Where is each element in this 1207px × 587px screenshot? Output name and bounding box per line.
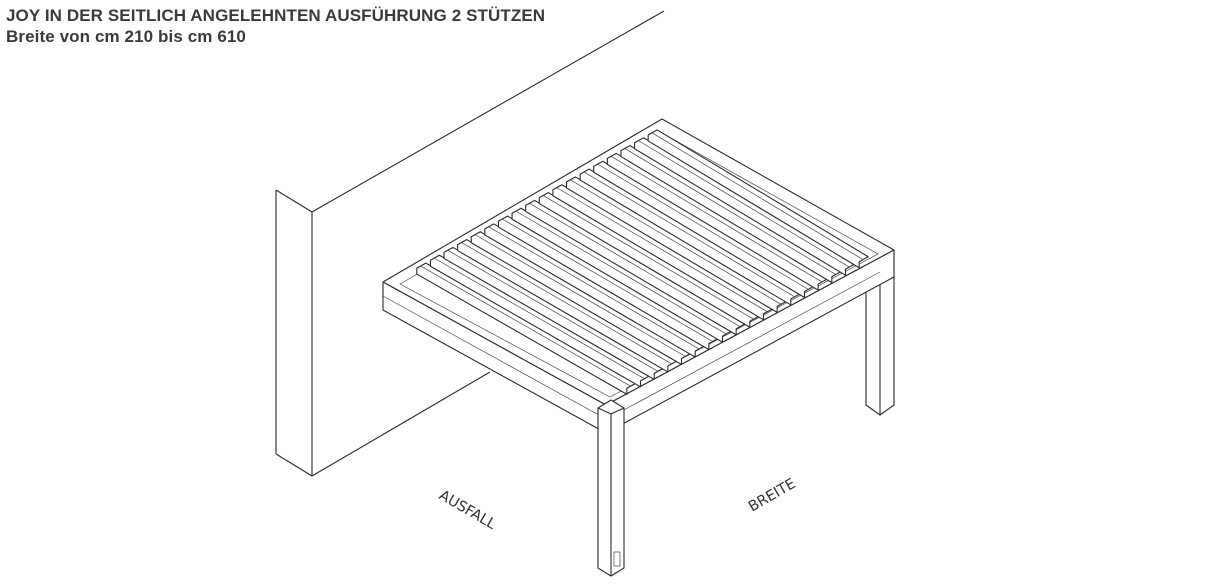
louver-ridge: [447, 250, 659, 372]
louver-ridge: [461, 242, 673, 365]
louver-ridge: [624, 148, 837, 275]
diagram-header: JOY IN DER SEITLICH ANGELEHNTEN AUSFÜHRU…: [6, 5, 545, 47]
louver-slat: [593, 160, 815, 299]
louver-slat: [606, 152, 828, 291]
louver-slat: [634, 137, 856, 276]
louver-slat: [484, 223, 705, 358]
louver-ridge: [529, 203, 741, 328]
louver-ridge: [475, 234, 686, 357]
louver-ridge: [515, 210, 727, 335]
diagram-title: JOY IN DER SEITLICH ANGELEHNTEN AUSFÜHRU…: [6, 6, 546, 25]
louver-slat: [647, 129, 869, 269]
louver-ridge: [583, 171, 796, 298]
louver-slat: [416, 262, 637, 395]
louver-slat: [552, 184, 774, 321]
louver-slat: [579, 168, 801, 306]
louver-ridge: [652, 132, 864, 261]
louver-ridge: [611, 156, 823, 283]
louver-ridge: [638, 140, 850, 268]
louver-ridge: [488, 226, 700, 350]
louver-slat: [525, 199, 746, 336]
louver-slat: [511, 207, 733, 343]
louver-ridge: [502, 218, 714, 342]
louver-slat: [538, 192, 760, 328]
width-label: BREITE: [746, 476, 799, 516]
louver-ridge: [597, 163, 809, 290]
louver-ridge: [543, 195, 755, 320]
louver-slat: [497, 215, 719, 351]
louver-ridge: [434, 257, 645, 380]
louver-slat: [620, 145, 842, 284]
louver-slat: [429, 254, 651, 388]
diagram-subtitle: Breite von cm 210 bis cm 610: [6, 27, 246, 46]
louver-slat: [443, 246, 664, 380]
louver-slat: [457, 239, 678, 373]
louver-ridge: [570, 179, 782, 305]
louver-ridge: [420, 265, 632, 387]
louver-slat: [565, 176, 787, 313]
depth-label: AUSFALL: [436, 488, 498, 533]
wall: [275, 10, 665, 477]
louver-group: [416, 129, 869, 395]
front-post: [597, 399, 625, 577]
louver-slat: [470, 231, 692, 366]
louver-ridge: [556, 187, 768, 313]
